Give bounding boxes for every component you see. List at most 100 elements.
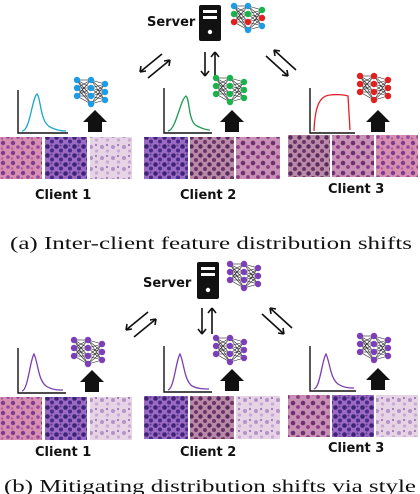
- network-node: [98, 356, 106, 364]
- network-edge: [243, 267, 259, 289]
- network-node: [73, 84, 81, 92]
- network-node: [240, 284, 248, 292]
- network-node: [356, 332, 364, 340]
- network-node: [101, 80, 109, 88]
- neural-network-icon: [212, 74, 248, 106]
- histology-tile: [236, 137, 280, 179]
- network-node: [212, 342, 220, 350]
- histology-tile: [190, 396, 234, 439]
- network-node: [84, 360, 92, 368]
- network-node: [356, 72, 364, 80]
- client-3: Client 3: [288, 332, 418, 456]
- network-edge: [229, 263, 245, 281]
- feature-distribution-curve: [167, 352, 210, 391]
- network-node: [370, 340, 378, 348]
- server-label: Server: [143, 276, 192, 291]
- client-label: Client 3: [328, 441, 384, 456]
- client-label: Client 2: [180, 188, 236, 203]
- histology-tile: [45, 397, 87, 440]
- histology-tile: [288, 135, 330, 177]
- network-node: [384, 84, 392, 92]
- network-node: [226, 268, 234, 276]
- network-node: [370, 356, 378, 364]
- network-node: [384, 336, 392, 344]
- network-node: [356, 348, 364, 356]
- network-node: [226, 82, 234, 90]
- feature-distribution-curve: [21, 352, 64, 392]
- network-edge: [76, 79, 92, 97]
- distribution-plot: [309, 88, 355, 134]
- client-2: Client 2: [144, 74, 280, 203]
- network-node: [370, 348, 378, 356]
- network-node: [240, 354, 248, 362]
- network-node: [226, 276, 234, 284]
- network-edge: [215, 77, 231, 95]
- network-node: [356, 340, 364, 348]
- network-edge: [373, 79, 389, 101]
- network-node: [101, 96, 109, 104]
- network-node: [384, 352, 392, 360]
- network-edge: [73, 339, 89, 357]
- feature-distribution-curve: [21, 93, 67, 132]
- network-node: [370, 332, 378, 340]
- client-label: Client 1: [35, 188, 91, 203]
- network-node: [240, 260, 248, 268]
- network-node: [370, 80, 378, 88]
- network-node: [258, 14, 266, 22]
- network-node: [230, 10, 238, 18]
- histology-tile: [90, 397, 132, 440]
- histology-tile: [144, 396, 188, 439]
- distribution-plot: [309, 346, 356, 392]
- network-edge: [373, 339, 389, 361]
- panel-caption: (a) Inter-client feature distribution sh…: [10, 233, 412, 254]
- client-3: Client 3: [288, 72, 418, 197]
- histology-tile: [332, 135, 374, 177]
- network-node: [244, 10, 252, 18]
- network-node: [226, 350, 234, 358]
- network-edge: [233, 5, 249, 23]
- network-node: [244, 2, 252, 10]
- network-node: [84, 352, 92, 360]
- network-node: [226, 90, 234, 98]
- network-node: [370, 72, 378, 80]
- neural-network-icon: [230, 2, 266, 34]
- server-label: Server: [147, 15, 196, 30]
- network-edge: [359, 335, 375, 353]
- network-node: [370, 88, 378, 96]
- server-icon: [197, 262, 219, 299]
- histology-tile: [45, 137, 87, 179]
- histology-tile: [190, 137, 234, 179]
- network-node: [230, 18, 238, 26]
- network-node: [240, 86, 248, 94]
- network-node: [87, 76, 95, 84]
- network-edge: [87, 343, 103, 365]
- network-node: [240, 94, 248, 102]
- histology-tile: [376, 135, 418, 177]
- network-node: [356, 80, 364, 88]
- distribution-plot: [163, 346, 212, 393]
- neural-network-icon: [356, 332, 392, 364]
- network-node: [384, 76, 392, 84]
- network-node: [258, 22, 266, 30]
- network-node: [212, 90, 220, 98]
- histology-tile: [376, 395, 418, 437]
- network-node: [240, 338, 248, 346]
- histology-tile: [288, 395, 330, 437]
- network-node: [84, 336, 92, 344]
- network-node: [70, 344, 78, 352]
- network-node: [254, 272, 262, 280]
- network-node: [254, 280, 262, 288]
- feature-distribution-curve: [313, 93, 351, 132]
- sync-arrows-icon: [139, 49, 297, 79]
- network-node: [240, 78, 248, 86]
- sync-arrows-icon: [125, 307, 293, 338]
- network-node: [87, 92, 95, 100]
- network-node: [212, 74, 220, 82]
- network-edge: [247, 9, 263, 31]
- network-node: [370, 96, 378, 104]
- histology-tile: [144, 137, 188, 179]
- upload-arrow-icon: [75, 110, 107, 132]
- network-edge: [90, 83, 106, 105]
- network-node: [384, 92, 392, 100]
